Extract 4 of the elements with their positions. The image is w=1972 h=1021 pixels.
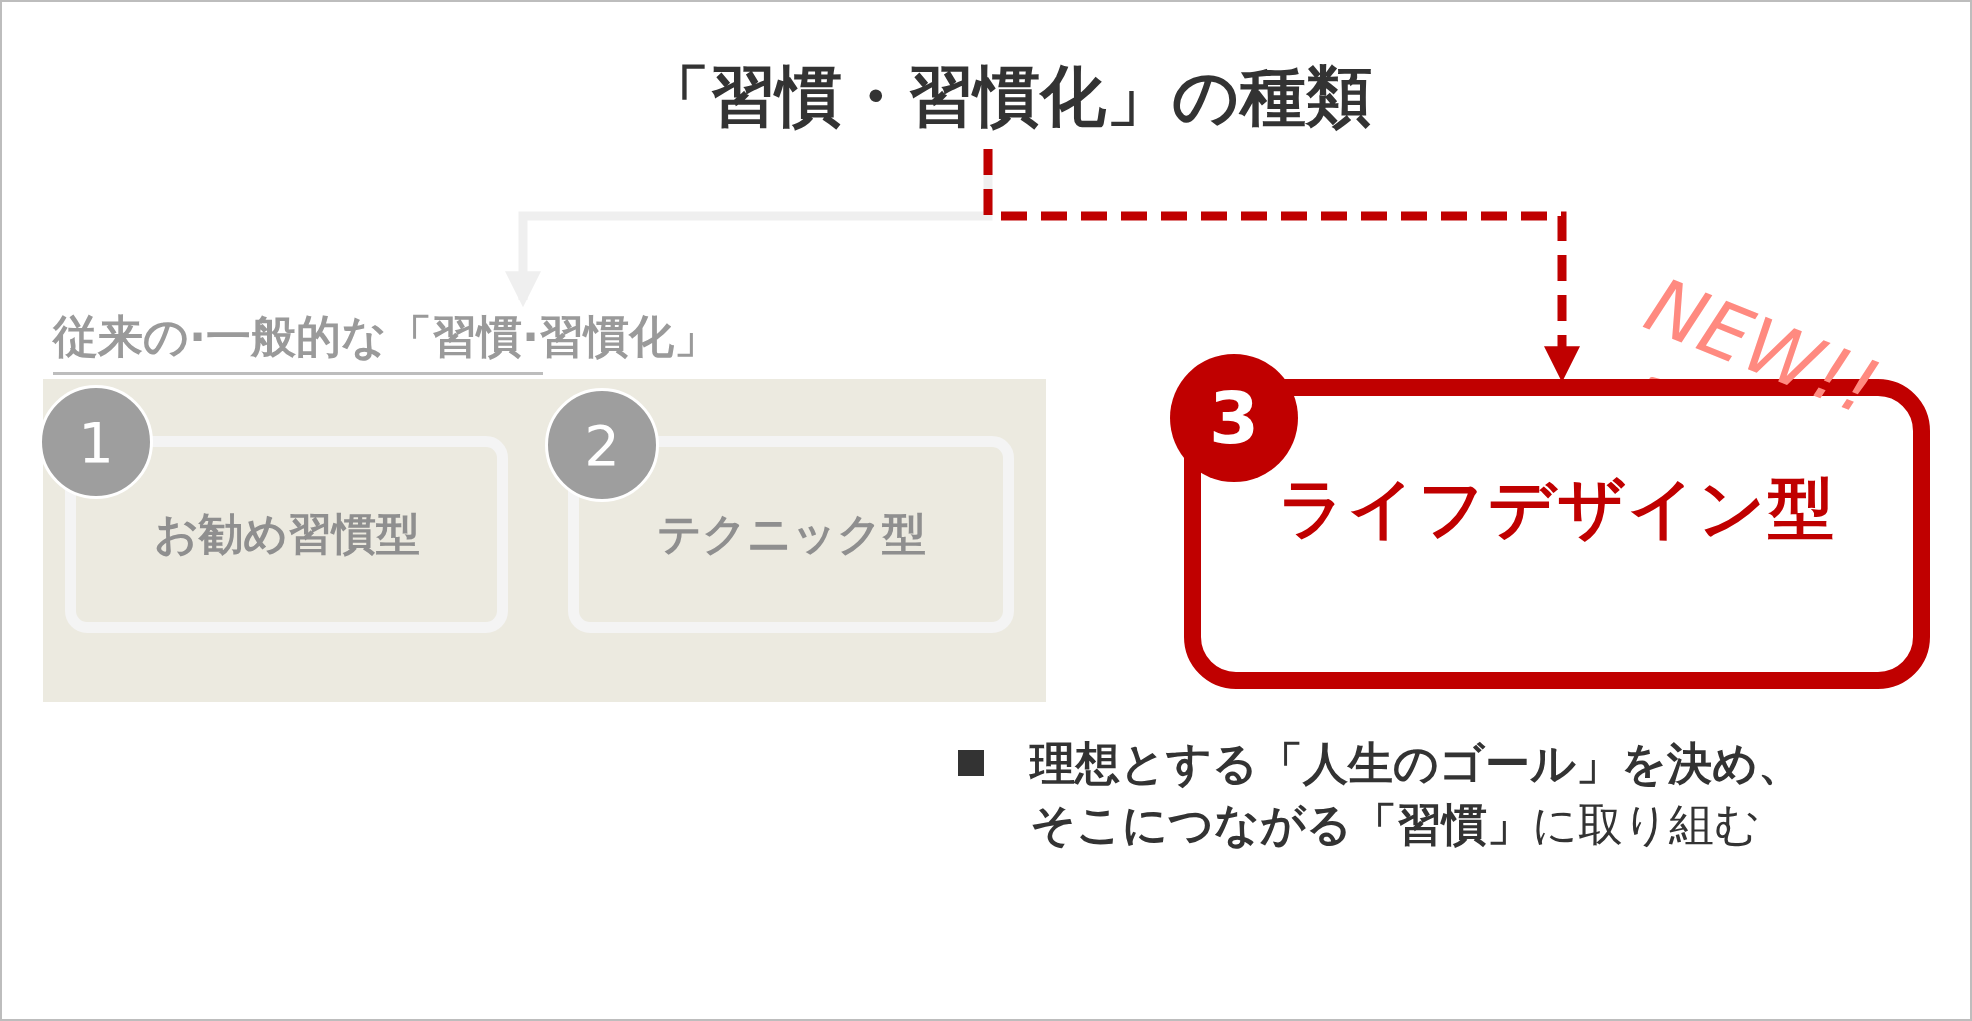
- group-heading: 従来の·一般的な「習慣·習慣化」: [53, 309, 720, 365]
- description-text: 理想とする「人生のゴール」を決め、そこにつながる「習慣」に取り組む: [1030, 736, 1804, 853]
- number-circle: 3: [1170, 354, 1298, 482]
- title: 「習慣・習慣化」の種類: [502, 47, 1514, 147]
